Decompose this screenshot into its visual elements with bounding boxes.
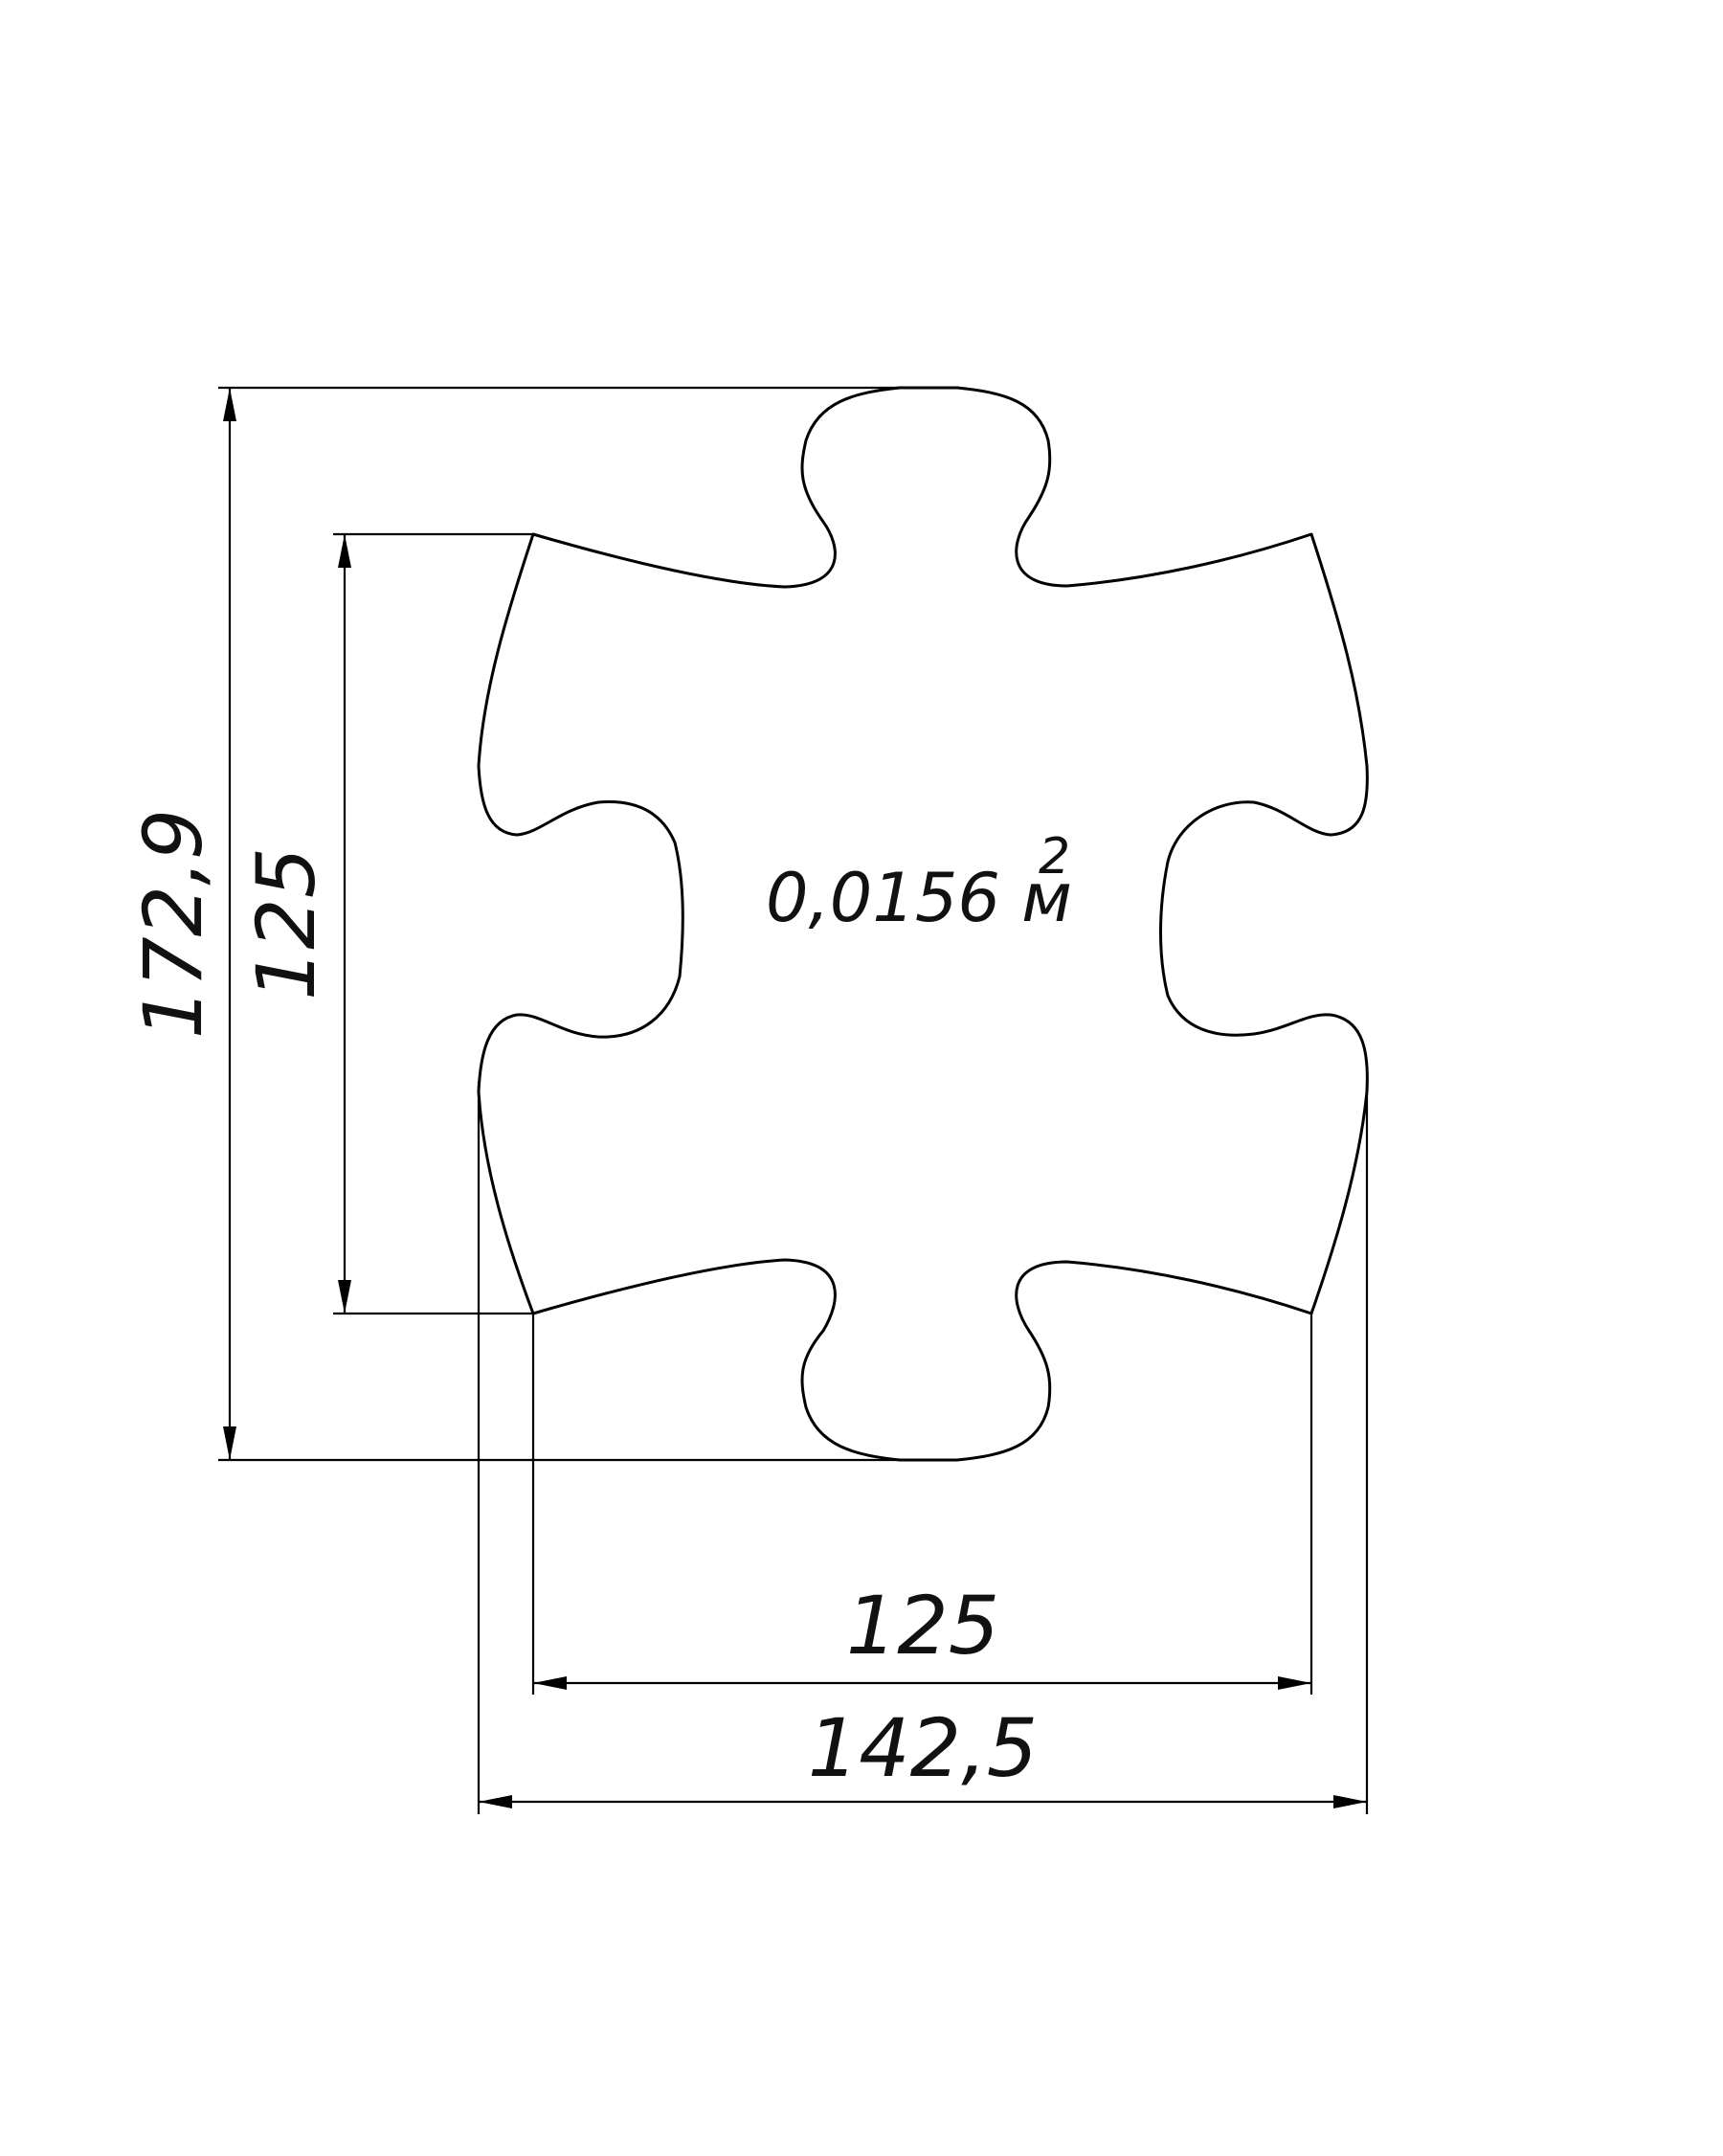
dimension-body-width: 125 — [531, 1314, 1313, 1695]
body-height-label: 125 — [239, 847, 333, 1000]
overall-width-label: 142,5 — [808, 1701, 1038, 1795]
body-width-label: 125 — [846, 1579, 999, 1673]
area-label: 0,0156 м 2 — [766, 828, 1072, 937]
area-exponent: 2 — [1039, 828, 1070, 886]
overall-height-label: 172,9 — [126, 809, 220, 1039]
dimension-overall-height: 172,9 — [126, 386, 957, 1462]
area-value: 0,0156 м — [766, 859, 1072, 937]
dimension-body-height: 125 — [239, 532, 533, 1315]
dimension-overall-width: 142,5 — [477, 1082, 1369, 1814]
